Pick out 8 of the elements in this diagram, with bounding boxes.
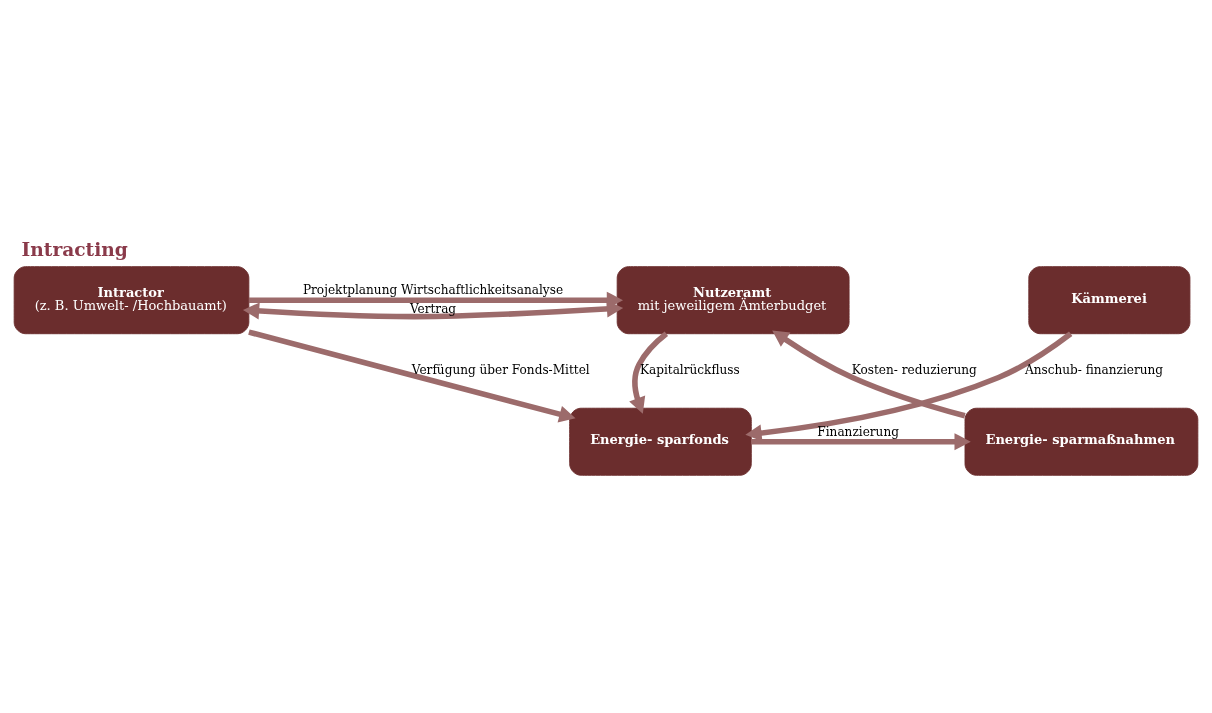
- diagram-title: Intracting: [21, 238, 128, 260]
- edge-label: Kosten- reduzierung: [851, 362, 977, 377]
- edge-label: Verfügung über Fonds-Mittel: [411, 362, 590, 377]
- edge-label: Vertrag: [409, 301, 457, 316]
- edge-label: Projektplanung Wirtschaftlichkeitsanalyse: [302, 282, 564, 297]
- edge-label: Finanzierung: [817, 424, 899, 439]
- edge-label: Kapitalrückfluss: [639, 362, 740, 377]
- edge-label: Anschub- finanzierung: [1024, 362, 1164, 377]
